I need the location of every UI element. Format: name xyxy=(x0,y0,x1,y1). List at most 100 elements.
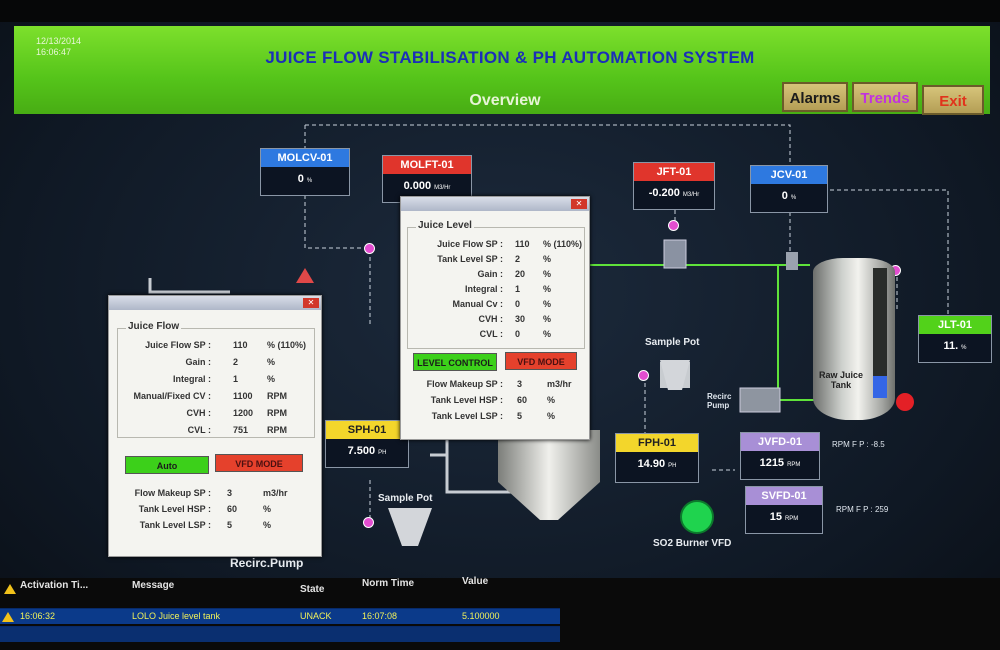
alarm-row[interactable]: 16:06:32 LOLO Juice level tank UNACK 16:… xyxy=(0,608,560,624)
vfd-mode-button[interactable]: VFD MODE xyxy=(215,454,303,472)
param-value[interactable]: 60 xyxy=(227,504,238,514)
popup-titlebar[interactable] xyxy=(109,296,321,310)
tag-molcv-value: 0% xyxy=(261,167,349,191)
param-value[interactable]: 5 xyxy=(517,411,523,421)
param-unit: m3/hr xyxy=(263,488,288,498)
auto-button[interactable]: Auto xyxy=(125,456,209,474)
close-icon[interactable]: ✕ xyxy=(303,298,319,308)
param-label: Juice Flow SP : xyxy=(437,239,503,249)
param-value[interactable]: 1200 xyxy=(233,408,254,418)
tag-sph-name: SPH-01 xyxy=(326,421,408,439)
tag-jcv[interactable]: JCV-01 0% xyxy=(750,165,828,213)
column-header[interactable]: Message xyxy=(132,580,175,591)
exit-button[interactable]: Exit xyxy=(922,85,984,115)
level-control-button[interactable]: LEVEL CONTROL xyxy=(413,353,497,371)
param-unit: % xyxy=(547,411,556,421)
vfd-mode-button[interactable]: VFD MODE xyxy=(505,352,577,370)
value-text: 14.90 xyxy=(637,458,666,470)
alarms-button[interactable]: Alarms xyxy=(782,82,848,112)
param-unit: % xyxy=(543,314,552,324)
tag-molcv-name: MOLCV-01 xyxy=(261,149,349,167)
param-value[interactable]: 110 xyxy=(515,239,530,249)
param-value[interactable]: 110 xyxy=(233,340,248,350)
unit-text: PH xyxy=(668,463,677,469)
juice-level-popup[interactable]: ✕ Juice Level Juice Flow SP : 110 % (110%)… xyxy=(400,196,590,440)
tag-jlt[interactable]: JLT-01 11.% xyxy=(918,315,992,363)
param-value[interactable]: 3 xyxy=(227,488,233,498)
param-value[interactable]: 1 xyxy=(233,374,239,384)
column-header[interactable]: State xyxy=(300,584,325,595)
tag-jcv-name: JCV-01 xyxy=(751,166,827,184)
param-label: Integral : xyxy=(464,284,503,294)
param-value[interactable]: 3 xyxy=(517,379,523,389)
param-value[interactable]: 5 xyxy=(227,520,233,530)
param-unit: RPM xyxy=(267,391,287,401)
param-label: CVL : xyxy=(187,425,211,435)
param-value[interactable]: 2 xyxy=(233,357,239,367)
value-text: 0 xyxy=(781,190,788,202)
sample-pot-label: Sample Pot xyxy=(378,493,433,504)
alarm-banner[interactable]: Activation Ti... Message State Norm Time… xyxy=(0,576,1000,650)
param-value[interactable]: 60 xyxy=(517,395,528,405)
param-label: Tank Level LSP : xyxy=(431,411,503,421)
column-header[interactable]: Norm Time xyxy=(362,578,415,589)
sample-pot-label: Sample Pot xyxy=(645,337,700,348)
unit-text: PH xyxy=(378,450,387,456)
monitor-bezel xyxy=(0,0,1000,22)
param-value[interactable]: 0 xyxy=(515,299,521,309)
param-value[interactable]: 1 xyxy=(515,284,521,294)
valve-icon[interactable] xyxy=(364,243,375,254)
param-label: Manual/Fixed CV : xyxy=(133,391,211,401)
param-unit: m3/hr xyxy=(547,379,572,389)
tag-svfd-name: SVFD-01 xyxy=(746,487,822,505)
mixing-hopper xyxy=(498,430,600,520)
unit-text: RPM xyxy=(784,516,799,522)
unit-text: M3/Hr xyxy=(682,192,700,198)
param-value[interactable]: 751 xyxy=(233,425,249,435)
param-label: Integral : xyxy=(172,374,211,384)
param-label: Gain : xyxy=(477,269,503,279)
group-title: Juice Level xyxy=(416,220,474,231)
valve-icon[interactable] xyxy=(668,220,679,231)
tag-jlt-name: JLT-01 xyxy=(919,316,991,334)
alarm-row[interactable] xyxy=(0,626,560,642)
param-value[interactable]: 1100 xyxy=(233,391,253,401)
tank-alarm-indicator xyxy=(896,393,914,411)
column-header[interactable]: Activation Ti... xyxy=(20,580,89,591)
param-unit: % (110%) xyxy=(543,239,583,249)
param-value[interactable]: 30 xyxy=(515,314,526,324)
param-label: Tank Level SP : xyxy=(437,254,503,264)
column-header[interactable]: Value xyxy=(462,576,489,587)
param-unit: % xyxy=(543,284,552,294)
param-value[interactable]: 2 xyxy=(515,254,521,264)
unit-text: % xyxy=(790,195,797,201)
value-text: 0.000 xyxy=(403,180,432,192)
value-text: 15 xyxy=(769,511,782,523)
tag-molft-name: MOLFT-01 xyxy=(383,156,471,174)
valve-icon[interactable] xyxy=(638,370,649,381)
close-icon[interactable]: ✕ xyxy=(571,199,587,209)
rpm-fp-label: RPM F P : -8.5 xyxy=(832,440,885,449)
warning-icon xyxy=(4,584,16,594)
valve-icon[interactable] xyxy=(363,517,374,528)
trends-button[interactable]: Trends xyxy=(852,82,918,112)
tag-molcv[interactable]: MOLCV-01 0% xyxy=(260,148,350,196)
warning-icon xyxy=(2,612,14,622)
popup-titlebar[interactable] xyxy=(401,197,589,211)
param-unit: % xyxy=(543,269,552,279)
param-unit: RPM xyxy=(267,408,287,418)
param-unit: % xyxy=(263,504,272,514)
param-label: Gain : xyxy=(185,357,211,367)
param-value[interactable]: 20 xyxy=(515,269,526,279)
param-value[interactable]: 0 xyxy=(515,329,521,339)
param-unit: % xyxy=(543,329,552,339)
param-unit: % xyxy=(267,374,276,384)
juice-flow-popup[interactable]: ✕ Juice Flow Juice Flow SP :110% (110%)G… xyxy=(108,295,322,557)
